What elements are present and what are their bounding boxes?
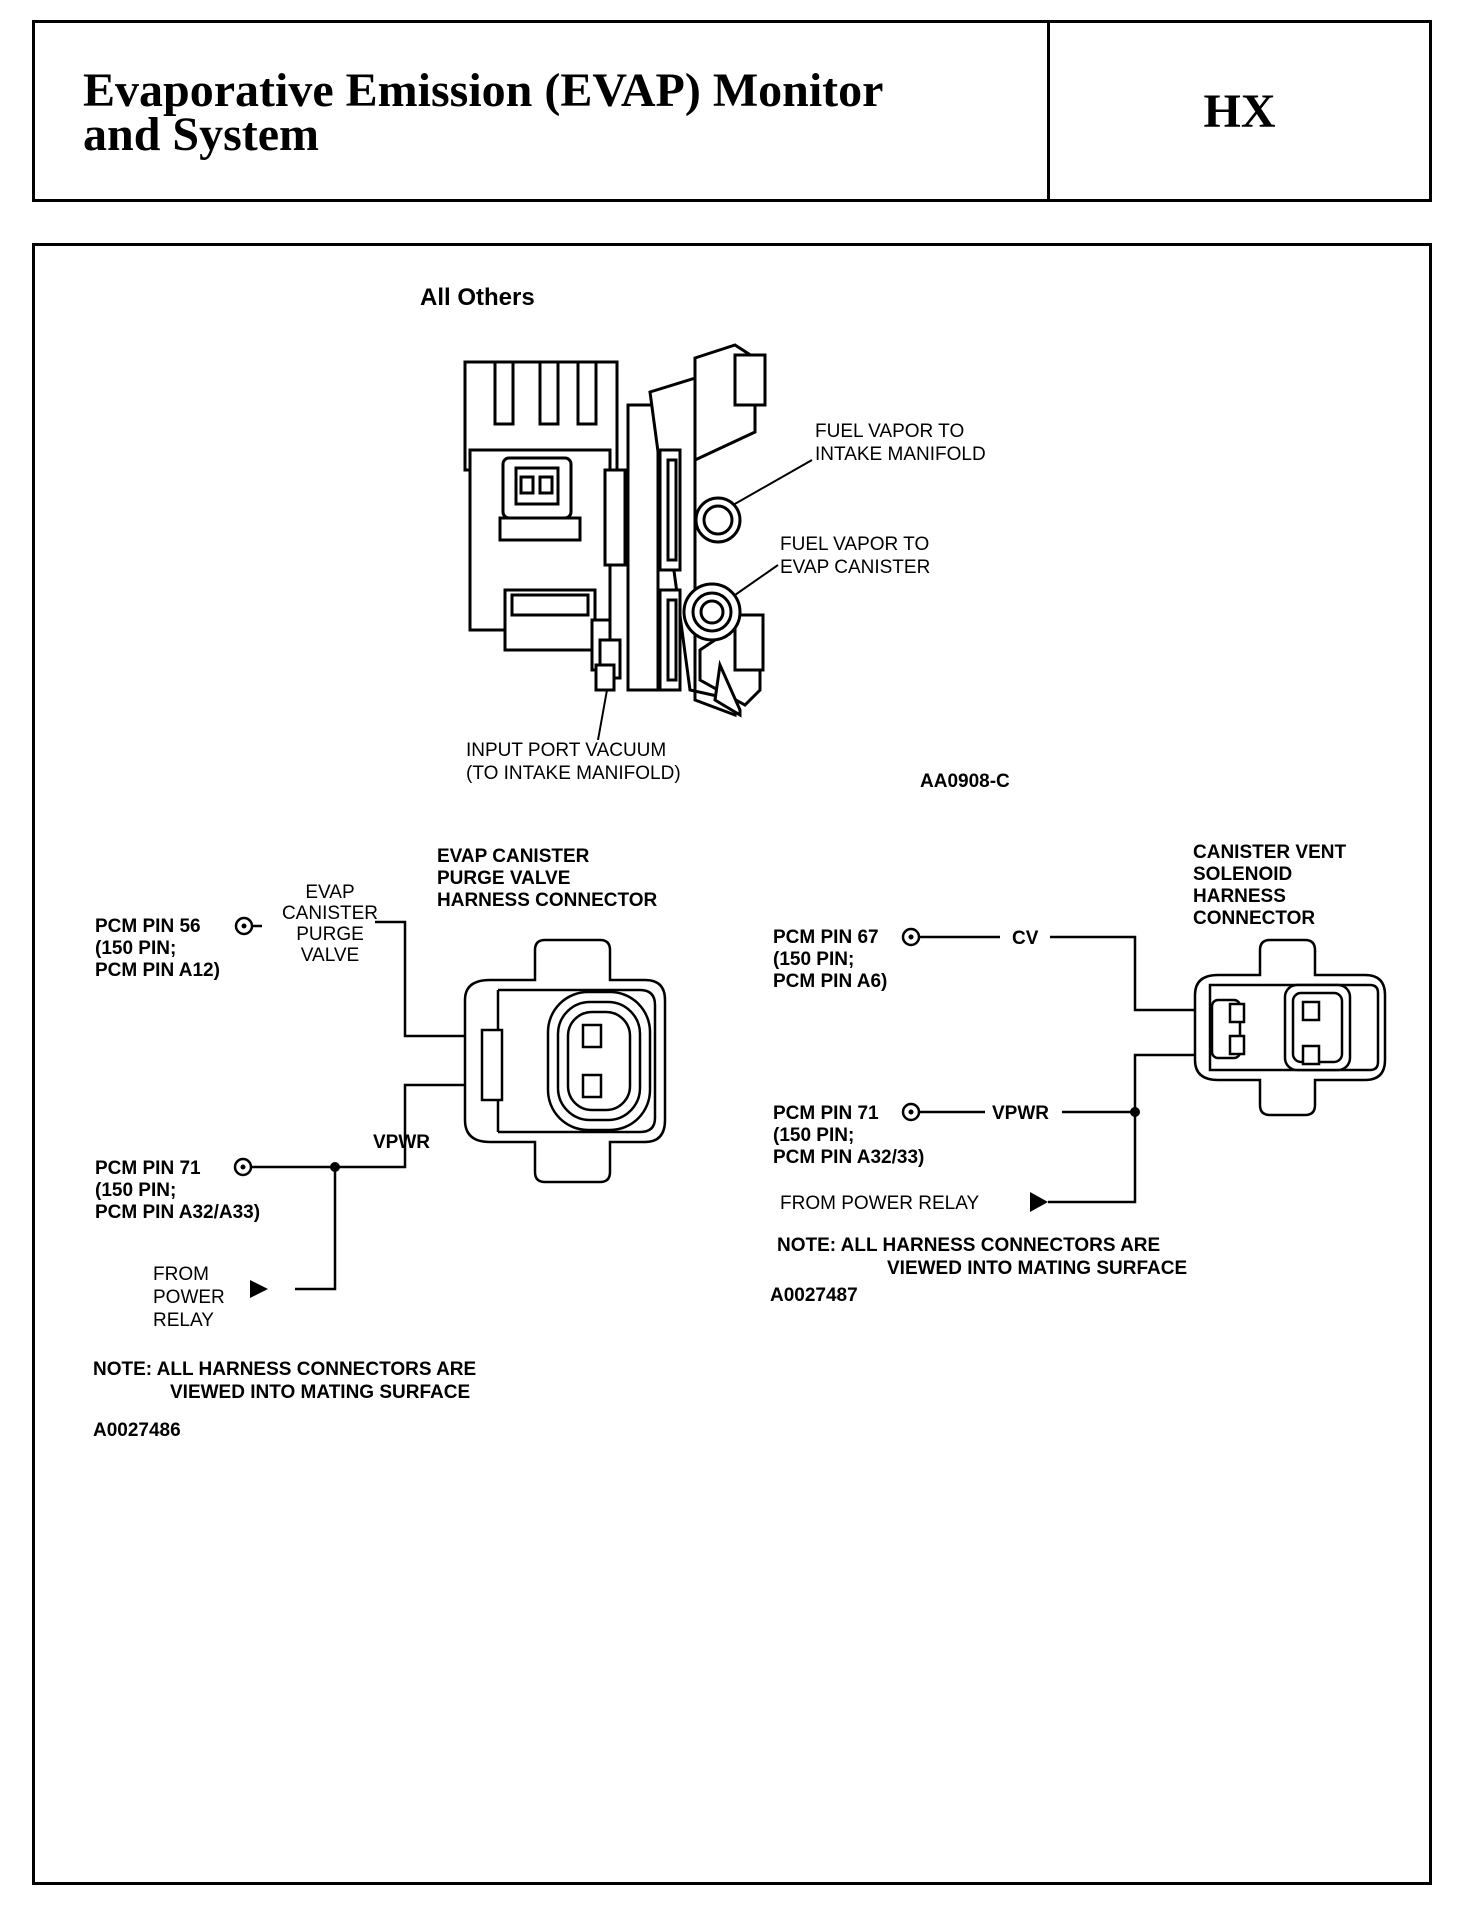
left-pin56-line-3: PCM PIN A12) (95, 960, 220, 981)
section-code: HX (1203, 84, 1276, 138)
right-harness-connector (1193, 938, 1387, 1117)
right-relay-label: FROM POWER RELAY (780, 1193, 979, 1214)
left-splice-dot (330, 1162, 340, 1172)
right-connector-title-3: HARNESS (1193, 886, 1286, 907)
left-relay-arrow-icon (250, 1280, 268, 1298)
left-note-line-2: VIEWED INTO MATING SURFACE (170, 1382, 470, 1403)
right-cv-label: CV (1012, 928, 1039, 949)
header-box: Evaporative Emission (EVAP) Monitor and … (32, 20, 1432, 202)
left-valve-line-2: CANISTER (282, 903, 378, 924)
left-pin71-terminal-icon (233, 1157, 253, 1177)
left-pin71-line-1: PCM PIN 71 (95, 1158, 201, 1179)
right-pin67-terminal-icon (901, 927, 921, 947)
right-vpwr-label: VPWR (992, 1103, 1049, 1124)
right-pin67-line-1: PCM PIN 67 (773, 927, 879, 948)
label-fuel-vapor-canister-2: EVAP CANISTER (780, 557, 930, 578)
label-fuel-vapor-canister-1: FUEL VAPOR TO (780, 534, 929, 555)
left-vpwr-label: VPWR (373, 1132, 430, 1153)
right-connector-title-4: CONNECTOR (1193, 908, 1315, 929)
right-connector-title-1: CANISTER VENT (1193, 842, 1346, 863)
left-connector-title-2: PURGE VALVE (437, 868, 570, 889)
label-fuel-vapor-intake-1: FUEL VAPOR TO (815, 421, 964, 442)
left-note-line-1: NOTE: ALL HARNESS CONNECTORS ARE (93, 1359, 476, 1380)
title-line-2: and System (83, 108, 320, 161)
right-note-line-1: NOTE: ALL HARNESS CONNECTORS ARE (777, 1235, 1160, 1256)
top-figure-id: AA0908-C (920, 771, 1010, 792)
left-valve-line-1: EVAP (305, 882, 354, 903)
label-input-port-2: (TO INTAKE MANIFOLD) (466, 763, 681, 784)
right-pin71-terminal-icon (901, 1102, 921, 1122)
right-note-line-2: VIEWED INTO MATING SURFACE (887, 1258, 1187, 1279)
left-relay-line-1: FROM (153, 1264, 209, 1285)
right-figure-id: A0027487 (770, 1285, 858, 1306)
left-pin71-line-3: PCM PIN A32/A33) (95, 1202, 260, 1223)
left-figure-id: A0027486 (93, 1420, 181, 1441)
right-pin71-line-3: PCM PIN A32/33) (773, 1147, 924, 1168)
left-pin56-line-2: (150 PIN; (95, 938, 176, 959)
page-title: Evaporative Emission (EVAP) Monitor and … (83, 64, 1003, 161)
left-relay-line-2: POWER (153, 1287, 225, 1308)
pin56-terminal-icon (234, 916, 262, 936)
right-splice-dot (1130, 1107, 1140, 1117)
label-input-port-1: INPUT PORT VACUUM (466, 740, 666, 761)
left-connector-title-1: EVAP CANISTER (437, 846, 590, 867)
right-connector-title-2: SOLENOID (1193, 864, 1292, 885)
right-pin71-line-2: (150 PIN; (773, 1125, 854, 1146)
purge-valve-illustration (463, 343, 767, 718)
left-valve-line-3: PURGE (296, 924, 364, 945)
left-connector-title-3: HARNESS CONNECTOR (437, 890, 658, 911)
left-relay-line-3: RELAY (153, 1310, 214, 1331)
header-divider (1047, 23, 1050, 199)
right-pin67-line-3: PCM PIN A6) (773, 971, 887, 992)
figure-heading: All Others (420, 284, 535, 311)
left-pin56-line-1: PCM PIN 56 (95, 916, 201, 937)
label-fuel-vapor-intake-2: INTAKE MANIFOLD (815, 444, 986, 465)
right-pin67-line-2: (150 PIN; (773, 949, 854, 970)
left-valve-line-4: VALVE (301, 945, 359, 966)
right-relay-arrow-icon (1030, 1192, 1048, 1212)
left-harness-connector (463, 938, 667, 1184)
right-pin71-line-1: PCM PIN 71 (773, 1103, 879, 1124)
top-figure-leader-lines (597, 459, 813, 741)
left-pin71-line-2: (150 PIN; (95, 1180, 176, 1201)
content-box (32, 243, 1432, 1885)
title-line-1: Evaporative Emission (EVAP) Monitor (83, 64, 884, 117)
